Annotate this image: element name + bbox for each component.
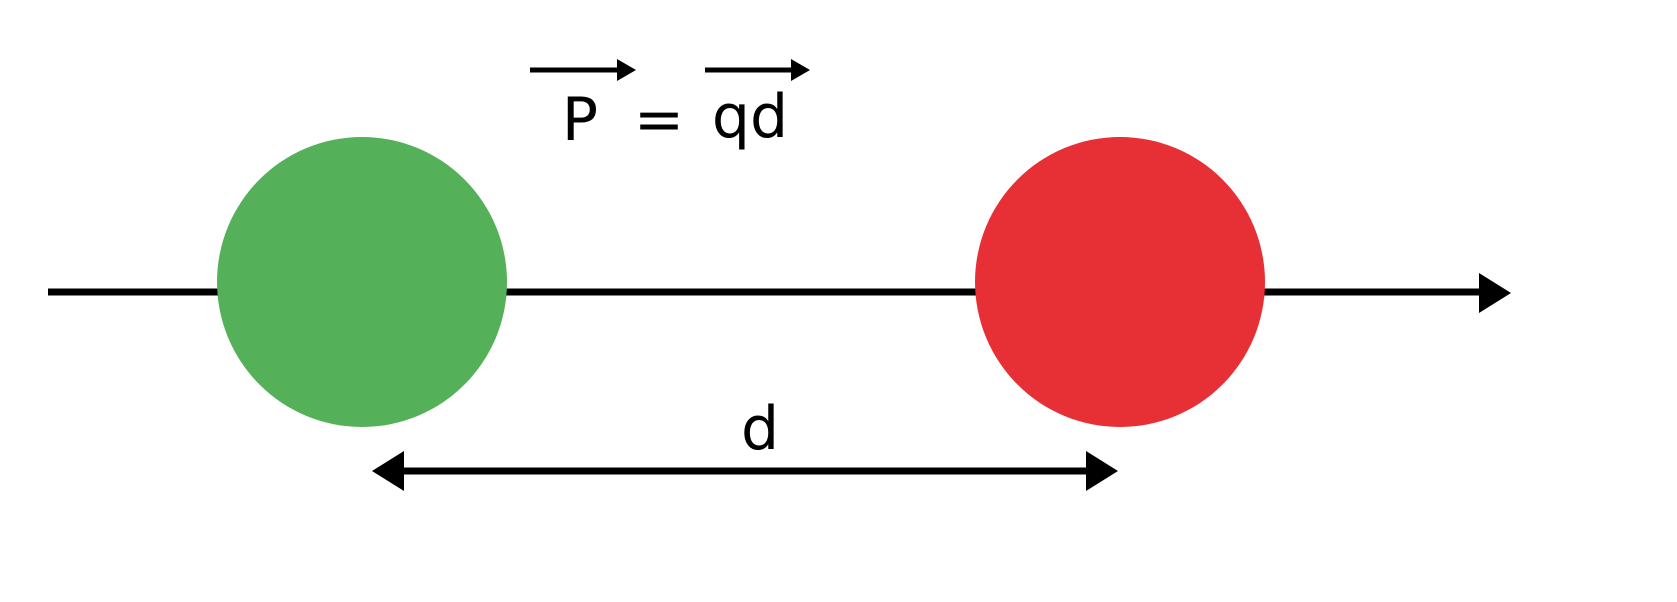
vector-arrow-qd-head <box>791 59 810 81</box>
axis-arrowhead <box>1479 273 1511 313</box>
red-charge <box>975 137 1265 427</box>
formula-equals: = <box>634 85 684 155</box>
distance-arrowhead-left <box>372 451 404 491</box>
vector-arrow-p-head <box>617 59 636 81</box>
distance-arrowhead-right <box>1086 451 1118 491</box>
green-charge <box>217 137 507 427</box>
formula-lhs: P <box>562 85 598 155</box>
distance-label: d <box>741 394 779 464</box>
formula-rhs: qd <box>712 82 788 152</box>
